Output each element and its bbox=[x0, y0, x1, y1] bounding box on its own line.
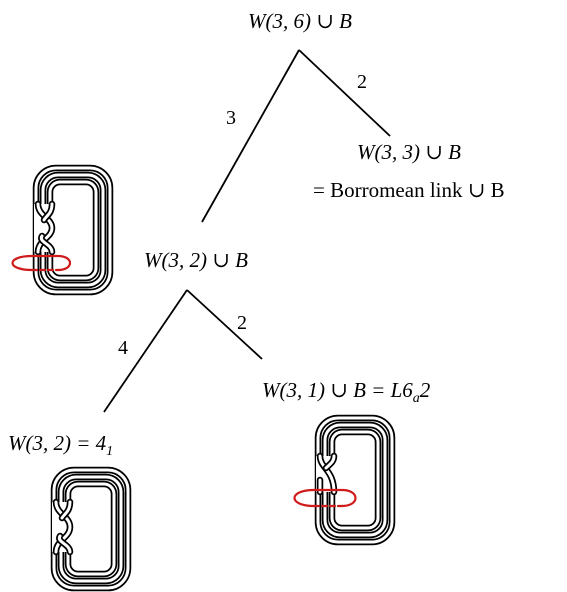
edge-mid-right bbox=[186, 289, 263, 360]
edge-label-root-left: 3 bbox=[226, 107, 236, 129]
node-right-bottom-label: W(3, 1) ∪ B = L6a2 bbox=[262, 378, 431, 406]
node-root-label: W(3, 6) ∪ B bbox=[248, 9, 352, 33]
node-right-bottom-tail: 2 bbox=[419, 378, 431, 402]
node-left-bottom-label: W(3, 2) = 41 bbox=[8, 431, 114, 459]
edge-mid-left bbox=[103, 289, 188, 413]
edge-root-left bbox=[201, 49, 300, 223]
knot-diagram-w32-b bbox=[11, 164, 114, 296]
edge-label-mid-left: 4 bbox=[118, 337, 128, 359]
node-right-bottom-subscript: a bbox=[412, 391, 420, 406]
knot-diagram-figure-eight bbox=[50, 466, 132, 592]
unknot-b-1 bbox=[11, 254, 34, 272]
unknot-b-2 bbox=[293, 488, 316, 508]
node-left-bottom-subscript: 1 bbox=[106, 444, 114, 459]
node-mid-label: W(3, 2) ∪ B bbox=[144, 248, 248, 272]
knot-diagram-w31-b bbox=[293, 414, 396, 546]
edge-root-right bbox=[298, 49, 391, 137]
node-right-top-label: W(3, 3) ∪ B bbox=[357, 140, 461, 164]
node-right-top-equality: = Borromean link ∪ B bbox=[313, 178, 505, 202]
edge-label-root-right: 2 bbox=[357, 71, 367, 93]
edge-label-mid-right: 2 bbox=[237, 312, 247, 334]
